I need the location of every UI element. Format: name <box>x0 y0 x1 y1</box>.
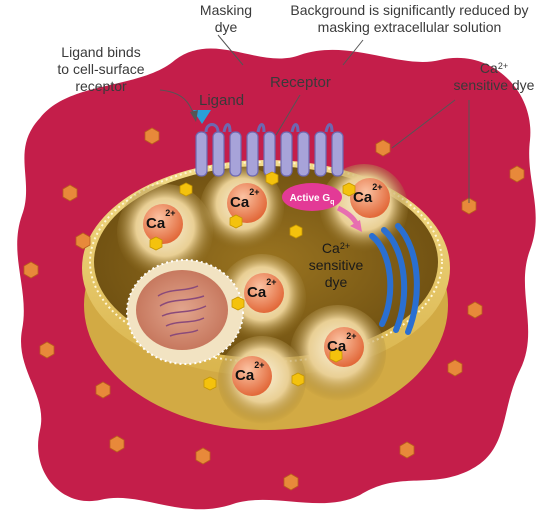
calcium-ion-label: Ca2+ <box>146 208 176 232</box>
nucleus <box>136 270 228 350</box>
background-reduction-label: Background is significantly reduced by m… <box>290 2 529 35</box>
inner-ca-symbol: Ca <box>321 240 340 256</box>
ligand-label: Ligand <box>199 92 245 109</box>
outer-ca-symbol: Ca <box>479 60 498 76</box>
calcium-ion-label: Ca2+ <box>353 182 383 206</box>
calcium-ion-spheres <box>143 178 390 396</box>
receptor <box>195 123 344 177</box>
leader-lines <box>159 34 470 203</box>
ligand <box>193 110 211 124</box>
outer-ca-text: sensitive dye <box>453 77 535 93</box>
outer-ca-charge: 2+ <box>497 61 509 71</box>
calcium-ion-label: Ca2+ <box>327 331 357 355</box>
inner-ca-dye-label: Ca2+ sensitive dye <box>296 240 376 291</box>
gq-arrow-head <box>350 220 362 232</box>
inner-ca-text: sensitive dye <box>308 257 364 290</box>
calcium-ion-label: Ca2+ <box>247 277 277 301</box>
masking-dye-hexagons <box>23 127 525 491</box>
ligand-arrow-head <box>190 110 198 122</box>
receptor-label: Receptor <box>270 74 331 91</box>
ligand-binds-label: Ligand binds to cell-surface receptor <box>57 44 145 94</box>
ca-sensitive-dye-hexagons <box>149 171 356 391</box>
chromatin <box>157 285 207 337</box>
active-gq-label: Active Gq <box>290 193 335 206</box>
calcium-ion-label: Ca2+ <box>235 360 265 384</box>
inner-ca-charge: 2+ <box>339 241 351 251</box>
active-gq <box>282 183 342 211</box>
endoplasmic-reticulum <box>369 223 420 335</box>
outer-ca-dye-label: Ca2+ sensitive dye <box>444 60 544 94</box>
calcium-ion-label: Ca2+ <box>230 187 260 211</box>
masking-dye-label: Masking dye <box>199 2 253 35</box>
